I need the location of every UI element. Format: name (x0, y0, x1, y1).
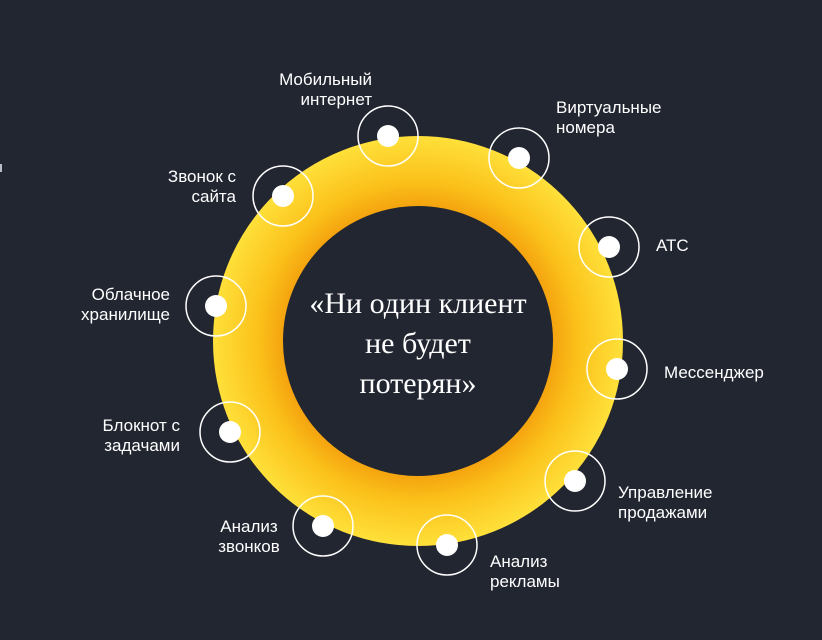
label-line: номера (556, 118, 615, 137)
label-line: АТС (656, 236, 689, 255)
node-mobile-internet[interactable] (357, 105, 419, 167)
node-task-notebook[interactable] (199, 401, 261, 463)
label-task-notebook: Блокнот с задачами (103, 416, 180, 456)
node-dot (205, 295, 227, 317)
label-line: Анализ (220, 517, 278, 536)
label-website-call: Звонок с сайта (168, 167, 236, 207)
node-dot (377, 125, 399, 147)
node-dot (508, 147, 530, 169)
label-call-analysis: Анализ звонков (204, 517, 294, 557)
node-website-call[interactable] (252, 165, 314, 227)
node-halo (185, 275, 247, 337)
center-quote-line: не будет (365, 327, 471, 360)
node-halo (199, 401, 261, 463)
node-ats[interactable] (578, 216, 640, 278)
label-line: звонков (218, 537, 280, 556)
node-dot (606, 358, 628, 380)
node-halo (252, 165, 314, 227)
node-halo (544, 450, 606, 512)
label-line: хранилище (81, 305, 170, 324)
label-ats: АТС (656, 236, 689, 256)
node-dot (436, 534, 458, 556)
label-cloud-storage: Облачное хранилище (81, 285, 170, 325)
node-halo (292, 495, 354, 557)
label-line: Звонок с (167, 167, 236, 186)
node-cloud-storage[interactable] (185, 275, 247, 337)
node-dot (219, 421, 241, 443)
label-line: задачами (104, 436, 180, 455)
label-line: интернет (300, 90, 372, 109)
label-line: Управление (618, 483, 713, 502)
label-line: продажами (618, 503, 708, 522)
node-sales-management[interactable] (544, 450, 606, 512)
label-line: сайта (191, 187, 236, 206)
label-mobile-internet: Мобильный интернет (279, 70, 372, 110)
node-dot (598, 236, 620, 258)
node-halo (578, 216, 640, 278)
node-halo (488, 127, 550, 189)
label-sales-management: Управление продажами (618, 483, 713, 523)
label-line: Анализ (490, 552, 548, 571)
label-line: Блокнот с (102, 416, 180, 435)
label-virtual-numbers: Виртуальные номера (556, 98, 662, 138)
node-dot (312, 515, 334, 537)
node-dot (272, 185, 294, 207)
label-messenger: Мессенджер (664, 363, 764, 383)
label-line: Облачное (91, 285, 170, 304)
node-virtual-numbers[interactable] (488, 127, 550, 189)
node-halo (357, 105, 419, 167)
node-messenger[interactable] (586, 338, 648, 400)
node-ad-analysis[interactable] (416, 514, 478, 576)
label-line: Виртуальные (556, 98, 662, 117)
center-quote-line: потерян» (359, 367, 477, 400)
center-quote: «Ни один клиент не будет потерян» (262, 284, 574, 404)
node-call-analysis[interactable] (292, 495, 354, 557)
label-line: Мессенджер (664, 363, 764, 382)
node-halo (416, 514, 478, 576)
center-quote-line: «Ни один клиент (309, 287, 527, 320)
node-dot (564, 470, 586, 492)
label-line: рекламы (490, 572, 560, 591)
label-ad-analysis: Анализ рекламы (490, 552, 560, 592)
yellow-ring (213, 136, 623, 546)
edge-marker (0, 164, 2, 172)
node-halo (586, 338, 648, 400)
label-line: Мобильный (279, 70, 372, 89)
